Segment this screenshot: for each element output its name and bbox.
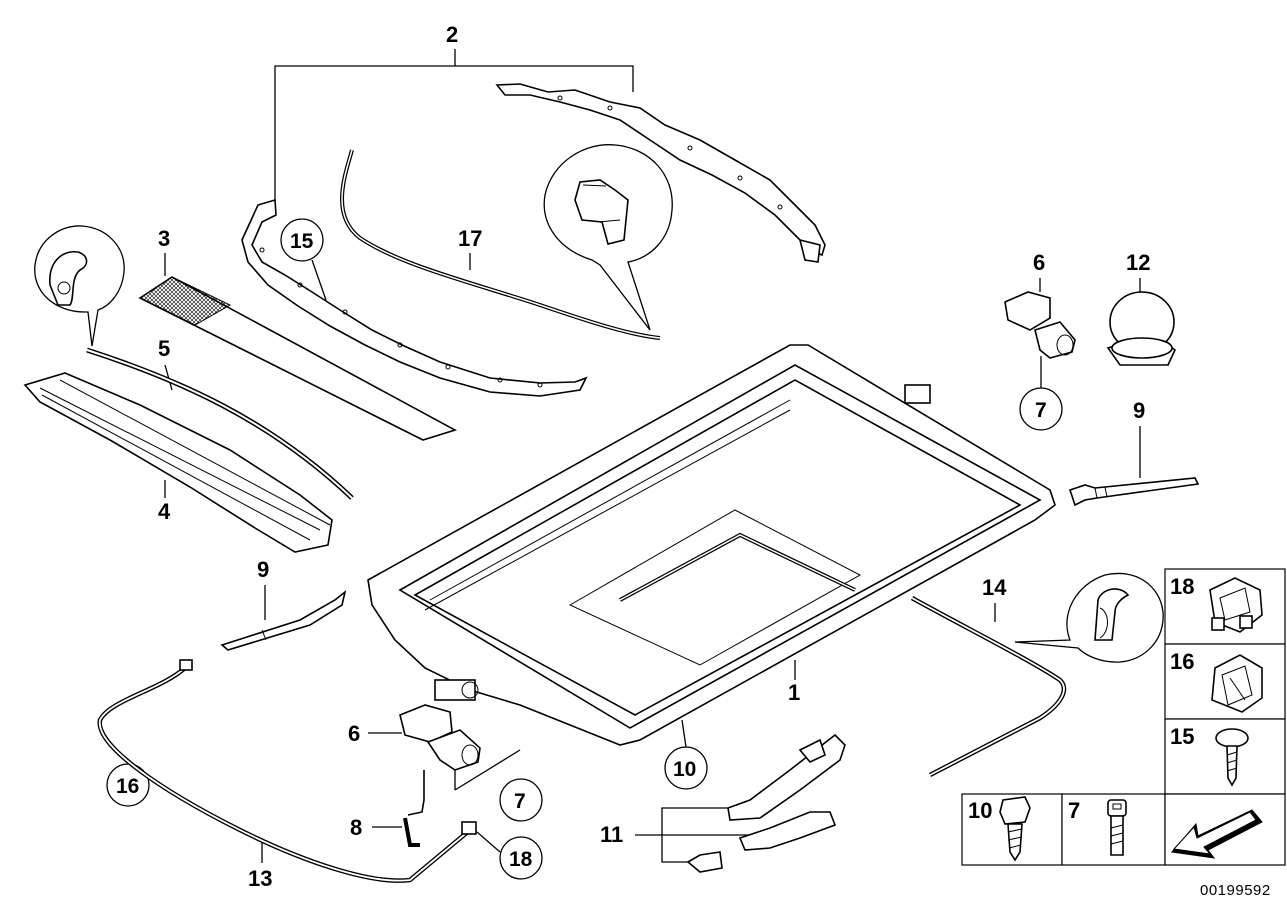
part-12-cap — [1106, 291, 1177, 366]
callout-9-left-label: 9 — [257, 557, 269, 582]
callout-6-top-label: 6 — [1033, 250, 1045, 275]
callout-14-label: 14 — [982, 575, 1007, 600]
callout-7-bottom-label: 7 — [514, 790, 526, 813]
callout-15-leader — [311, 259, 327, 301]
part-11-guide-lower — [686, 811, 837, 873]
legend-box-16: 16 — [1164, 643, 1286, 720]
callout-12-label: 12 — [1126, 250, 1150, 275]
callout-4[interactable]: 4 — [158, 480, 171, 524]
part-14-seal — [910, 596, 1067, 777]
callout-1[interactable]: 1 — [788, 660, 800, 705]
legend-16-label: 16 — [1170, 649, 1194, 674]
callout-1-label: 1 — [788, 680, 800, 705]
callout-6-bottom-label: 6 — [348, 721, 360, 746]
part-9-drive-cable-left — [220, 589, 347, 651]
callout-15-top-label: 15 — [290, 230, 314, 253]
legend-18-label: 18 — [1170, 574, 1194, 599]
part-4-rail — [23, 372, 333, 553]
screw-icon — [1215, 728, 1249, 787]
legend-box-10: 10 — [961, 793, 1063, 866]
legend-box-18: 18 — [1164, 568, 1286, 645]
callout-15-top[interactable]: 15 — [280, 218, 327, 301]
legend-box-7: 7 — [1061, 793, 1166, 866]
callout-11[interactable]: 11 — [600, 807, 770, 863]
legend-box-direction — [1164, 793, 1286, 866]
part-1-sunroof-frame — [367, 344, 1056, 746]
callout-7-top-label: 7 — [1035, 399, 1047, 422]
detail-bubble-seal-profile-right — [1014, 572, 1164, 663]
callout-2[interactable]: 2 — [274, 22, 634, 200]
detail-bubble-seal-profile-left — [34, 225, 125, 347]
part-13-wiring-harness — [97, 666, 472, 883]
callout-16-left-label: 16 — [116, 775, 139, 798]
bracket-clip-icon — [1211, 654, 1263, 713]
callout-3-label: 3 — [158, 226, 170, 251]
callout-17[interactable]: 17 — [458, 226, 482, 270]
part-6-drive-motor-top — [1004, 291, 1076, 359]
callout-12[interactable]: 12 — [1126, 250, 1150, 292]
direction-arrow-icon — [1171, 809, 1263, 859]
callout-5-label: 5 — [158, 336, 170, 361]
callout-13[interactable]: 13 — [248, 838, 272, 891]
legend-7-label: 7 — [1068, 798, 1080, 823]
callout-6-top[interactable]: 6 — [1033, 250, 1045, 292]
callout-18-bottom[interactable]: 18 — [476, 831, 543, 880]
callout-10-circled-label: 10 — [673, 758, 696, 781]
callout-10-circled[interactable]: 10 — [664, 719, 708, 790]
callout-9-right-label: 9 — [1133, 398, 1145, 423]
part-2-rear-bracket — [495, 83, 826, 263]
callout-10-leader — [681, 719, 687, 748]
legend-box-15: 15 — [1164, 718, 1286, 795]
legend-10-label: 10 — [968, 798, 992, 823]
callout-13-label: 13 — [248, 866, 272, 891]
callout-18-bottom-label: 18 — [509, 848, 533, 871]
callout-3[interactable]: 3 — [158, 226, 170, 276]
callout-11-leader-lower — [635, 834, 700, 863]
callout-7-bottom-circle — [499, 778, 543, 822]
clip-icon — [1209, 577, 1263, 633]
callout-9-right[interactable]: 9 — [1133, 398, 1145, 478]
callout-11-leader-upper — [661, 807, 732, 835]
callout-15-circle — [280, 218, 324, 262]
part-11-guide-upper — [727, 733, 846, 821]
part-17-seal-strip — [340, 149, 661, 340]
callout-9-left[interactable]: 9 — [257, 557, 269, 620]
part-8-crank — [407, 770, 425, 816]
callout-18-bottom-circle — [499, 836, 543, 880]
callout-7-top[interactable]: 7 — [1019, 356, 1063, 431]
callout-18-bottom-leader — [476, 831, 501, 853]
part-6-drive-motor-bottom — [399, 704, 481, 771]
callout-8-label: 8 — [350, 815, 362, 840]
legend-15-label: 15 — [1170, 724, 1194, 749]
hex-bolt-icon — [999, 796, 1031, 862]
part-3-shade-panel — [138, 276, 458, 441]
callout-11-label: 11 — [600, 822, 623, 847]
socket-screw-icon — [1107, 799, 1127, 856]
detail-bubble-seal-profile — [543, 144, 673, 331]
callout-2-leader — [274, 65, 634, 200]
callout-4-label: 4 — [158, 499, 171, 524]
part-9-drive-cable-right — [1068, 477, 1200, 507]
callout-7-bottom-leader — [454, 749, 521, 791]
callout-6-bottom[interactable]: 6 — [348, 721, 402, 746]
document-number: 00199592 — [1200, 882, 1271, 899]
callout-8[interactable]: 8 — [350, 815, 402, 840]
callout-14[interactable]: 14 — [982, 575, 1007, 622]
callout-7-bottom[interactable]: 7 — [454, 749, 543, 822]
callout-2-label: 2 — [446, 22, 458, 47]
part-2-front-bracket — [241, 198, 588, 397]
callout-17-label: 17 — [458, 226, 482, 251]
